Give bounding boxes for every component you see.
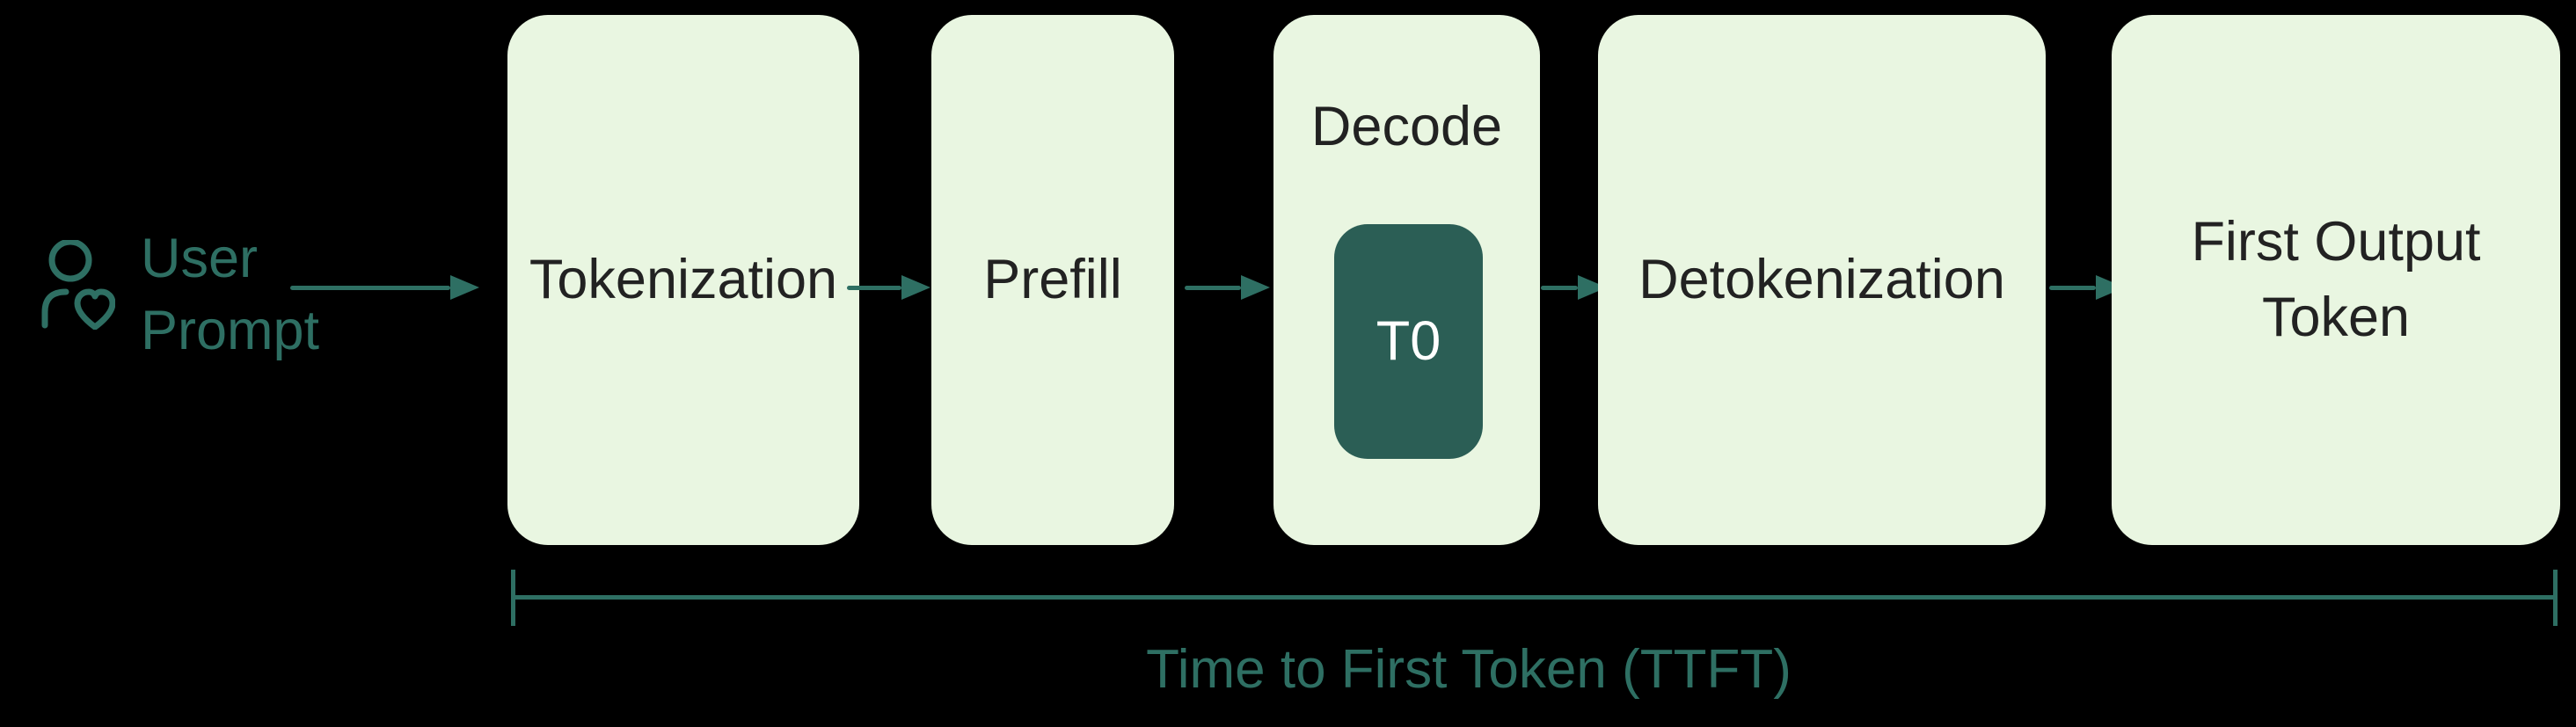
flow-arrow-decode-to-detokenization bbox=[1541, 275, 1607, 300]
stage-label: Decode bbox=[1310, 96, 1503, 157]
ttft-bracket-right-tick bbox=[2553, 570, 2558, 626]
stage-prefill: Prefill bbox=[931, 15, 1174, 545]
flow-arrow-prefill-to-decode bbox=[1185, 275, 1270, 300]
flow-arrow-user-to-tokenization bbox=[290, 275, 479, 300]
user-prompt-label: User Prompt bbox=[141, 228, 320, 361]
arrow-head-icon bbox=[450, 275, 479, 300]
arrow-shaft bbox=[1185, 285, 1241, 290]
stage-detokenization: Detokenization bbox=[1598, 15, 2046, 545]
arrow-shaft bbox=[847, 285, 901, 290]
flow-arrow-tokenization-to-prefill bbox=[847, 275, 930, 300]
stage-first-output-token: First Output Token bbox=[2112, 15, 2560, 545]
user-heart-icon bbox=[41, 240, 115, 330]
stage-label: Prefill bbox=[983, 248, 1122, 310]
ttft-label: Time to First Token (TTFT) bbox=[1146, 639, 1792, 700]
arrow-head-icon bbox=[1241, 275, 1270, 300]
arrow-shaft bbox=[2049, 285, 2096, 290]
stage-label: Detokenization bbox=[1638, 248, 2005, 310]
arrow-shaft bbox=[1541, 285, 1578, 290]
stage-label: First Output Token bbox=[2191, 211, 2481, 348]
stage-label: Tokenization bbox=[529, 248, 838, 310]
arrow-shaft bbox=[290, 285, 450, 290]
stage-decode: Decode T0 bbox=[1273, 15, 1540, 545]
token-label: T0 bbox=[1376, 310, 1441, 372]
ttft-bracket-line bbox=[511, 595, 2558, 600]
token-box-t0: T0 bbox=[1334, 224, 1483, 459]
arrow-head-icon bbox=[901, 275, 930, 300]
stage-tokenization: Tokenization bbox=[507, 15, 859, 545]
